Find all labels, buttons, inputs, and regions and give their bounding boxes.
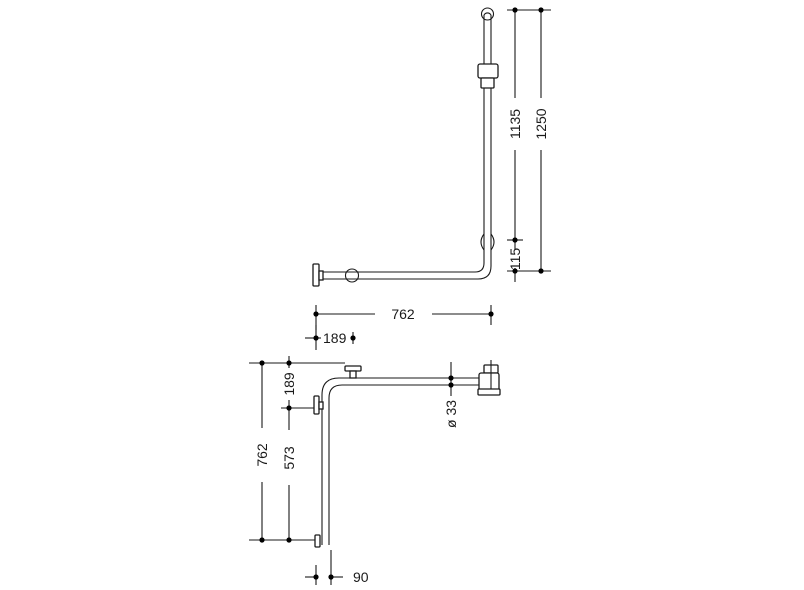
dim-dot — [313, 335, 319, 341]
dim-dot — [286, 537, 292, 543]
shower-slider-body — [480, 77, 495, 89]
dim-label-115: 115 — [507, 248, 523, 271]
dim-dot — [448, 375, 454, 381]
dim-dot — [512, 268, 518, 274]
horizontal-end-stub — [318, 270, 324, 281]
dim-dot — [313, 574, 319, 580]
l-bar — [321, 377, 488, 545]
rail-top-cap — [483, 12, 492, 16]
dim-dot — [259, 537, 265, 543]
dim-dot — [259, 360, 265, 366]
dim-dot — [448, 382, 454, 388]
dim-dot — [313, 311, 319, 317]
dim-label-573: 573 — [281, 446, 297, 470]
dim-dot — [286, 405, 292, 411]
left-support-plate — [313, 395, 320, 415]
side-view: 1135 1250 115 — [312, 7, 551, 287]
vertical-rail — [321, 15, 492, 280]
dim-label-1250: 1250 — [533, 108, 549, 139]
right-end-foot — [477, 388, 501, 396]
dim-dot — [488, 311, 494, 317]
dim-label-189-h: 189 — [323, 330, 347, 346]
dim-dot — [538, 268, 544, 274]
dim-label-90: 90 — [353, 569, 369, 585]
dim-label-762-h: 762 — [391, 306, 415, 322]
rail-top-ring — [480, 7, 495, 21]
dim-label-diameter: ø 33 — [443, 400, 459, 428]
shower-slider — [477, 63, 499, 79]
dim-label-189-v: 189 — [281, 372, 297, 396]
top-view: 762 189 762 189 573 ø 33 — [249, 305, 501, 585]
dim-dot — [512, 237, 518, 243]
vertical-wall-flange — [480, 233, 495, 251]
bottom-end-flange — [314, 534, 321, 548]
horizontal-end-flange — [312, 263, 320, 287]
horizontal-support-ring — [344, 268, 360, 283]
dim-dot — [350, 335, 356, 341]
right-wall-mount-body — [478, 372, 500, 392]
top-support-post — [349, 370, 357, 379]
dim-dot — [512, 7, 518, 13]
dim-dot — [328, 574, 334, 580]
left-support-post — [318, 401, 324, 410]
dim-label-1135: 1135 — [507, 109, 523, 139]
dim-dot — [286, 360, 292, 366]
dim-label-762-v: 762 — [254, 443, 270, 467]
top-support-plate — [344, 365, 362, 372]
dim-dot — [538, 7, 544, 13]
